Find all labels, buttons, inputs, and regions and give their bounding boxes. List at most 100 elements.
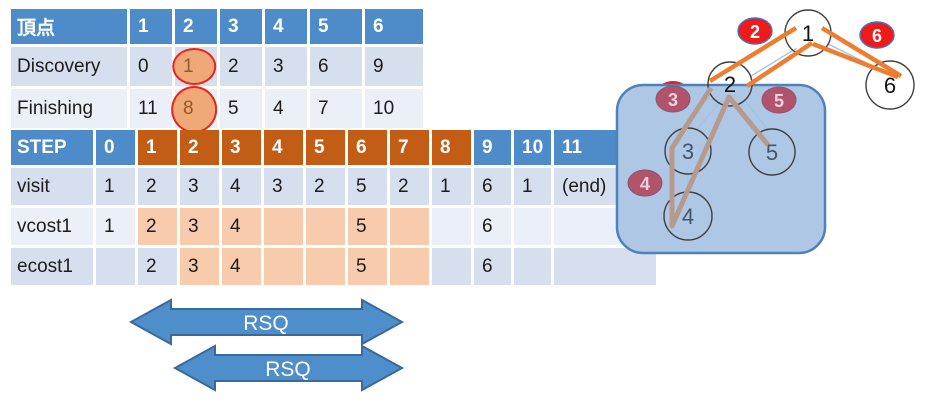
rsq-arrow-2 bbox=[172, 344, 405, 392]
t1-cell: 3 bbox=[265, 47, 307, 86]
t2-header-cell: 1 bbox=[138, 130, 177, 165]
node-3-circle bbox=[664, 127, 712, 175]
edge-badge-6-label: 6 bbox=[872, 26, 882, 46]
red-circle-highlight bbox=[171, 86, 218, 133]
dfs-path-orange bbox=[708, 26, 903, 88]
edge-2-3 bbox=[696, 100, 722, 130]
edge-badge-6: 6 bbox=[859, 21, 895, 49]
group-box bbox=[615, 83, 827, 255]
t2-cell: 6 bbox=[474, 208, 511, 245]
t2-cell bbox=[514, 208, 551, 245]
node-2-label: 2 bbox=[724, 72, 736, 97]
node-6-label: 6 bbox=[884, 73, 896, 98]
t1-cell-value: 1 bbox=[183, 55, 194, 77]
rsq-range-arrows: RSQ RSQ bbox=[128, 298, 405, 392]
t1-cell: 1 bbox=[172, 47, 217, 86]
dfs-path-brown bbox=[669, 86, 770, 229]
t2-cell: 1 bbox=[432, 168, 471, 205]
t2-header-cell: 2 bbox=[180, 130, 219, 165]
t2-cell bbox=[432, 208, 471, 245]
rsq-label-2: RSQ bbox=[265, 358, 311, 381]
t2-cell bbox=[554, 248, 656, 285]
t2-cell: 1 bbox=[96, 168, 135, 205]
t2-header-cell: 8 bbox=[432, 130, 471, 165]
red-circle-highlight bbox=[172, 48, 217, 85]
edge-badge-3-label: 3 bbox=[668, 90, 678, 110]
t1-cell: 2 bbox=[220, 47, 262, 86]
t1-cell: 5 bbox=[220, 89, 262, 128]
t1-header-cell: 4 bbox=[265, 9, 307, 44]
rsq-arrow-1 bbox=[128, 298, 405, 346]
t2-row-label: ecost1 bbox=[11, 248, 93, 285]
t1-header-cell: 3 bbox=[220, 9, 262, 44]
t2-cell: 4 bbox=[222, 208, 261, 245]
t2-cell: 3 bbox=[180, 248, 219, 285]
t1-header-cell: 5 bbox=[310, 9, 362, 44]
t2-header-cell: STEP bbox=[11, 130, 93, 165]
t2-row-label: visit bbox=[11, 168, 93, 205]
t2-cell: 6 bbox=[474, 248, 511, 285]
t2-cell: 3 bbox=[264, 168, 303, 205]
node-3-label: 3 bbox=[682, 139, 694, 164]
t2-cell bbox=[96, 248, 135, 285]
t1-cell: 6 bbox=[310, 47, 362, 86]
t2-cell bbox=[264, 208, 303, 245]
t1-cell: 11 bbox=[130, 89, 172, 128]
t1-cell: 9 bbox=[365, 47, 423, 86]
node-1-label: 1 bbox=[802, 21, 814, 46]
t2-cell: 2 bbox=[138, 208, 177, 245]
edge-badge-3: 3 bbox=[655, 85, 691, 113]
t1-row-label: Discovery bbox=[11, 47, 127, 86]
t1-row-label: Finishing bbox=[11, 89, 127, 128]
node-6-circle bbox=[865, 60, 915, 110]
edge-badge-5-label: 5 bbox=[774, 91, 784, 111]
t2-cell: 2 bbox=[138, 248, 177, 285]
edge-badge-2: 2 bbox=[737, 17, 773, 45]
graph-edges bbox=[687, 43, 882, 192]
edge-badge-4: 4 bbox=[627, 169, 663, 197]
t2-cell bbox=[514, 248, 551, 285]
t1-cell-value: 8 bbox=[183, 97, 194, 119]
t2-cell: 5 bbox=[348, 168, 387, 205]
t2-header-cell: 0 bbox=[96, 130, 135, 165]
t2-cell bbox=[390, 208, 429, 245]
t2-header-cell: 6 bbox=[348, 130, 387, 165]
node-4-label: 4 bbox=[682, 204, 694, 229]
t1-header-cell: 1 bbox=[130, 9, 172, 44]
t2-cell: 4 bbox=[222, 248, 261, 285]
t2-header-cell: 3 bbox=[222, 130, 261, 165]
t2-cell bbox=[264, 248, 303, 285]
t2-cell: 5 bbox=[348, 248, 387, 285]
node-5-circle bbox=[748, 128, 796, 176]
t2-header-cell: 10 bbox=[514, 130, 551, 165]
t1-cell: 7 bbox=[310, 89, 362, 128]
t2-cell: 6 bbox=[474, 168, 511, 205]
edge-2-5 bbox=[745, 101, 770, 132]
dfs-graph: 3 5 4 1 2 6 3 5 4 bbox=[615, 9, 915, 255]
t1-header-cell: 6 bbox=[365, 9, 423, 44]
node-5-label: 5 bbox=[766, 140, 778, 165]
t2-cell bbox=[432, 248, 471, 285]
t2-cell: 2 bbox=[306, 168, 345, 205]
t2-cell bbox=[390, 248, 429, 285]
t2-header-cell: 9 bbox=[474, 130, 511, 165]
edge-badge-2-label: 2 bbox=[750, 22, 760, 42]
t1-cell: 8 bbox=[171, 86, 218, 133]
t1-header-cell: 頂点 bbox=[11, 9, 127, 44]
t2-cell: 1 bbox=[96, 208, 135, 245]
traverse-1-6 bbox=[820, 26, 903, 78]
traverse-2-1 bbox=[708, 26, 798, 83]
t2-cell: 4 bbox=[222, 168, 261, 205]
t2-cell: 5 bbox=[348, 208, 387, 245]
t2-cell: 2 bbox=[390, 168, 429, 205]
t2-cell: 2 bbox=[138, 168, 177, 205]
traverse-6-1 bbox=[812, 41, 899, 80]
rsq-label-1: RSQ bbox=[243, 312, 289, 335]
t2-row-label: vcost1 bbox=[11, 208, 93, 245]
t2-cell bbox=[306, 208, 345, 245]
